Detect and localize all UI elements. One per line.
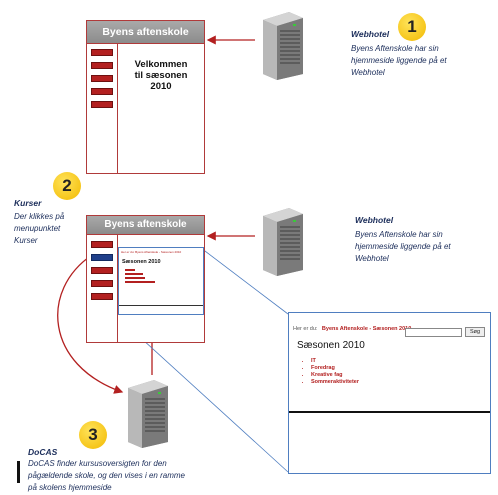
- welcome-line: Velkommen: [134, 59, 188, 70]
- menu-button[interactable]: [91, 75, 113, 82]
- kurser-description: Der klikkes på menupunktet Kurser: [14, 211, 84, 247]
- server-icon: [263, 12, 303, 80]
- iframe-breadcrumb: Her er du: Byens Aftenskole - Sæsonen 20…: [121, 250, 182, 254]
- webhotel-description: Byens Aftenskole har sin hjemmeside ligg…: [351, 43, 491, 79]
- page-heading: Sæsonen 2010: [297, 340, 365, 351]
- text-line: pågældende skole, og den vises i en ramm…: [28, 471, 185, 480]
- step-badge: 2: [53, 172, 81, 200]
- menu-button[interactable]: [91, 280, 113, 287]
- text-line: hjemmeside liggende på et: [351, 56, 447, 65]
- page-rule: [289, 411, 490, 413]
- server-icon: [263, 208, 303, 276]
- iframe-thumbnail: Her er du: Byens Aftenskole - Sæsonen 20…: [118, 247, 204, 315]
- docas-description: DoCAS finder kursusoversigten for den på…: [28, 458, 228, 494]
- text-line: Webhotel: [351, 68, 385, 77]
- course-item-kreative-fag[interactable]: Kreative fag: [311, 372, 359, 379]
- iframe-enlarged: Her er du: Byens Aftenskole - Sæsonen 20…: [288, 312, 491, 474]
- site-header-top: Byens aftenskole: [87, 21, 204, 44]
- site-title: Byens aftenskole: [104, 219, 187, 230]
- text-line: DoCAS finder kursusoversigten for den: [28, 459, 167, 468]
- iframe-rule: [119, 305, 203, 306]
- course-list: IT Foredrag Kreative fag Sommeraktivitet…: [297, 358, 359, 386]
- text-line: Byens Aftenskole har sin: [355, 230, 443, 239]
- site-nav-mid: [87, 234, 118, 342]
- step-badge: 1: [398, 13, 426, 41]
- text-line: Byens Aftenskole har sin: [351, 44, 439, 53]
- iframe-heading: Sæsonen 2010: [122, 259, 161, 265]
- search-button[interactable]: Søg: [465, 327, 485, 337]
- menu-button[interactable]: [91, 88, 113, 95]
- welcome-line: til sæsonen: [134, 70, 188, 81]
- webhotel-description: Byens Aftenskole har sin hjemmeside ligg…: [355, 229, 495, 265]
- arrow-kurser-to-docas: [57, 254, 124, 394]
- webhotel-title: Webhotel: [351, 29, 390, 39]
- vertical-bar: [17, 461, 20, 483]
- course-item-sommeraktiviteter[interactable]: Sommeraktiviteter: [311, 379, 359, 386]
- menu-button[interactable]: [91, 101, 113, 108]
- step-badge: 3: [79, 421, 107, 449]
- menu-button[interactable]: [91, 49, 113, 56]
- text-line: på skolens hjemmeside: [28, 483, 112, 492]
- website-mockup-mid: Byens aftenskole Her er du: Byens Aftens…: [86, 215, 205, 343]
- text-line: menupunktet: [14, 224, 61, 233]
- text-line: Webhotel: [355, 254, 389, 263]
- breadcrumb-label: Her er du:: [293, 326, 318, 332]
- welcome-line: 2010: [150, 81, 172, 92]
- menu-button[interactable]: [91, 62, 113, 69]
- breadcrumb: Her er du: Byens Aftenskole - Sæsonen 20…: [293, 317, 411, 335]
- welcome-text: Velkommen til sæsonen 2010: [117, 59, 205, 92]
- iframe-mini-list: [125, 269, 155, 283]
- course-item-it[interactable]: IT: [311, 358, 359, 365]
- website-mockup-top: Byens aftenskole Velkommen til sæsonen 2…: [86, 20, 205, 174]
- menu-button[interactable]: [91, 241, 113, 248]
- docas-title: DoCAS: [28, 447, 58, 457]
- site-nav-top: [87, 43, 118, 173]
- text-line: Der klikkes på: [14, 212, 65, 221]
- zoom-line-bottom: [118, 317, 289, 473]
- text-line: hjemmeside liggende på et: [355, 242, 451, 251]
- server-icon: [128, 380, 168, 448]
- kurser-title: Kurser: [14, 198, 42, 208]
- breadcrumb-link[interactable]: Byens Aftenskole - Sæsonen 2010: [321, 326, 412, 332]
- webhotel-title: Webhotel: [355, 215, 394, 225]
- site-title: Byens aftenskole: [102, 26, 189, 38]
- course-item-foredrag[interactable]: Foredrag: [311, 365, 359, 372]
- search-input[interactable]: [405, 328, 462, 337]
- zoom-line-top: [200, 247, 289, 315]
- menu-button-kurser[interactable]: [91, 254, 113, 261]
- menu-button[interactable]: [91, 293, 113, 300]
- site-header-mid: Byens aftenskole: [87, 216, 204, 235]
- menu-button[interactable]: [91, 267, 113, 274]
- text-line: Kurser: [14, 236, 38, 245]
